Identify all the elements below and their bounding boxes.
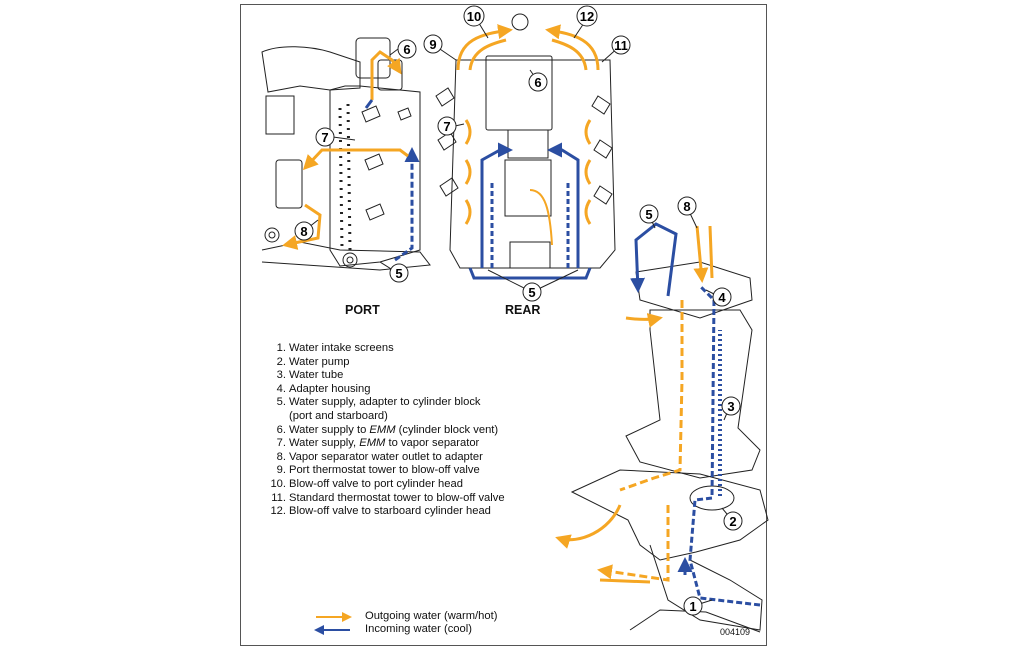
legend-item: 1.Water intake screens <box>276 342 394 354</box>
legend-item: 11.Standard thermostat tower to blow-off… <box>271 491 505 504</box>
port-flow-paths <box>282 50 420 262</box>
callout-5-lower: 5 <box>639 204 659 224</box>
callout-10: 10 <box>463 5 485 27</box>
callout-3: 3 <box>721 396 741 416</box>
callout-5-port: 5 <box>389 263 409 283</box>
callout-9: 9 <box>423 34 443 54</box>
svg-text:6: 6 <box>403 42 410 57</box>
port-view-label: PORT <box>345 303 380 317</box>
svg-text:10: 10 <box>467 9 481 24</box>
callout-7-rear: 7 <box>437 116 457 136</box>
incoming-water-label: Incoming water (cool) <box>365 623 472 635</box>
figure-number: 004109 <box>720 627 751 637</box>
legend-item: 7.Water supply, EMM to vapor separator <box>276 437 480 450</box>
svg-text:5: 5 <box>528 285 535 300</box>
svg-text:9: 9 <box>429 37 436 52</box>
legend-item: 3.Water tube <box>276 369 344 382</box>
callout-5-rear: 5 <box>522 282 542 302</box>
svg-text:3: 3 <box>727 399 734 414</box>
svg-text:5: 5 <box>645 207 652 222</box>
vapor-separator <box>275 159 303 209</box>
rear-spark-plugs <box>435 87 613 205</box>
callout-8-port: 8 <box>294 221 314 241</box>
legend-item: 12.Blow-off valve to starboard cylinder … <box>270 505 491 518</box>
legend-item-continuation: (port and starboard) <box>289 409 388 422</box>
svg-text:12: 12 <box>580 9 594 24</box>
figure-frame <box>240 4 767 646</box>
legend-item: 2.Water pump <box>276 355 350 368</box>
svg-text:11: 11 <box>614 38 628 53</box>
svg-text:6: 6 <box>534 75 541 90</box>
svg-text:1: 1 <box>689 599 696 614</box>
legend-item: 4.Adapter housing <box>276 382 371 395</box>
callout-7-port: 7 <box>315 127 335 147</box>
callout-2: 2 <box>723 511 743 531</box>
outgoing-water-label: Outgoing water (warm/hot) <box>365 610 498 622</box>
legend-item: 9.Port thermostat tower to blow-off valv… <box>276 464 480 477</box>
callout-4: 4 <box>712 287 732 307</box>
svg-text:4: 4 <box>718 290 726 305</box>
port-view-engine <box>261 37 431 271</box>
callout-1: 1 <box>683 596 703 616</box>
legend-item: 6.Water supply to EMM (cylinder block ve… <box>276 423 499 436</box>
callout-12: 12 <box>576 5 598 27</box>
legend-item: 8.Vapor separator water outlet to adapte… <box>276 450 483 463</box>
legend-item: 5.Water supply, adapter to cylinder bloc… <box>276 396 481 409</box>
callout-6-rear: 6 <box>528 72 548 92</box>
port-spark-plugs <box>361 105 412 221</box>
legend-item: 10.Blow-off valve to port cylinder head <box>270 477 463 490</box>
rear-view-label: REAR <box>505 303 541 317</box>
svg-text:8: 8 <box>683 199 690 214</box>
callout-11: 11 <box>611 35 631 55</box>
svg-text:2: 2 <box>729 514 736 529</box>
svg-text:7: 7 <box>443 119 450 134</box>
callout-8-lower: 8 <box>677 196 697 216</box>
rear-view-engine <box>435 13 616 269</box>
svg-text:5: 5 <box>395 266 402 281</box>
legend-list: 1.Water intake screens 2.Water pump 3.Wa… <box>270 342 505 519</box>
lower-flow-paths <box>555 222 761 607</box>
svg-text:7: 7 <box>321 130 328 145</box>
flow-key-lines <box>314 612 352 635</box>
emm-unit <box>485 55 553 131</box>
midsection-outline <box>570 261 769 633</box>
svg-text:8: 8 <box>300 224 307 239</box>
rear-flow-paths <box>456 24 600 280</box>
callout-6-port: 6 <box>397 39 417 59</box>
